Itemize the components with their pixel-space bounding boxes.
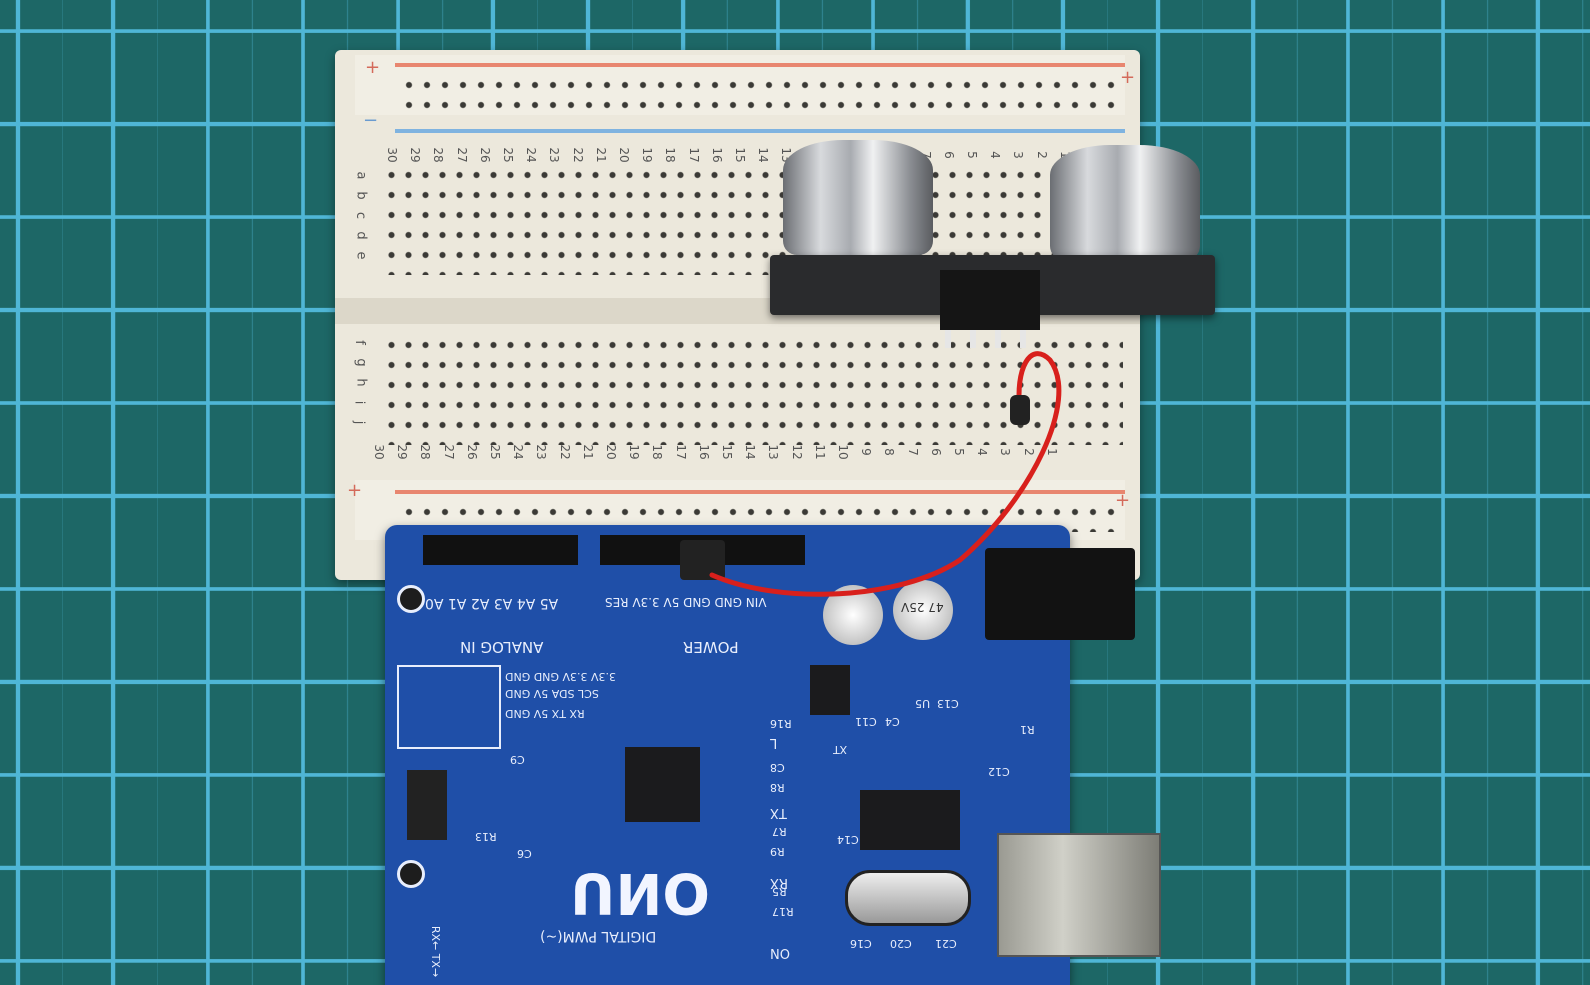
jumper-connector: [680, 540, 725, 580]
positive-line: [395, 490, 1125, 494]
red-wire: [709, 351, 1062, 597]
ultrasonic-transducer-left: [783, 140, 933, 255]
plus-sign: +: [347, 480, 363, 501]
serial-chip: [860, 790, 960, 850]
dc-power-jack: [985, 548, 1135, 640]
ultrasonic-sensor-board: [770, 255, 1215, 330]
top-power-rail: + + −: [355, 55, 1135, 133]
rail-holes: [400, 75, 1120, 113]
arduino-uno-board: A5 A4 A3 A2 A1 A0 VIN GND GND 5V 3.3V RE…: [385, 525, 1070, 985]
sensor-header: [940, 270, 1040, 330]
plus-sign: +: [365, 57, 381, 78]
crystal-oscillator: [845, 870, 971, 926]
minus-sign: −: [363, 110, 379, 131]
plus-sign: +: [1120, 67, 1136, 88]
sensor-pin: [995, 330, 1001, 348]
negative-line: [395, 129, 1125, 133]
sensor-pin: [945, 330, 951, 348]
terminal-holes-bottom: [383, 335, 1123, 445]
plus-sign: +: [1115, 490, 1131, 511]
mounting-hole: [397, 860, 425, 888]
sensor-pin: [970, 330, 976, 348]
usb-b-port: [997, 833, 1161, 957]
wire-pin-end: [1010, 395, 1030, 425]
ultrasonic-transducer-right: [1050, 145, 1200, 260]
mounting-hole: [397, 585, 425, 613]
regulator: [810, 665, 850, 715]
analog-header: [423, 535, 578, 565]
capacitor: 47 25V: [893, 580, 953, 640]
icsp-pins: [407, 770, 447, 840]
sensor-pin: [1020, 330, 1026, 348]
usb-controller-chip: [625, 747, 700, 822]
positive-line: [395, 63, 1125, 67]
icsp-pad-block: [397, 665, 501, 749]
